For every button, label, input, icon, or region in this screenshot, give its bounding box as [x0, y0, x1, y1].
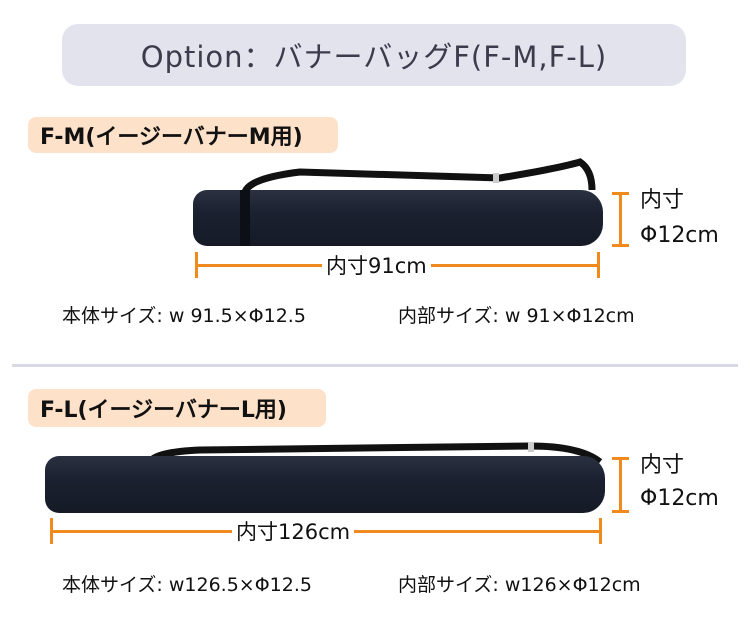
height-bracket-fl	[619, 458, 622, 512]
product-label-fl: F-L(イージーバナーL用)	[28, 389, 326, 427]
strap-buckle-fm	[493, 173, 499, 183]
strap-buckle-fl	[528, 442, 534, 452]
inner-length-fm: 内寸91cm	[322, 254, 431, 278]
strap-fm	[241, 158, 596, 194]
dim-cap	[195, 252, 198, 278]
section-divider	[12, 364, 738, 367]
body-size-fm: 本体サイズ: w 91.5×Φ12.5	[62, 305, 306, 327]
inner-diameter-fm: Φ12cm	[640, 223, 719, 248]
inner-diameter-fl: Φ12cm	[640, 486, 719, 511]
bag-fm-band	[240, 190, 250, 246]
product-label-fm: F-M(イージーバナーM用)	[28, 117, 338, 153]
bracket-cap	[612, 510, 629, 513]
inner-size-fm: 内部サイズ: w 91×Φ12cm	[398, 305, 635, 327]
body-size-fl: 本体サイズ: w126.5×Φ12.5	[62, 574, 312, 596]
bag-fm-image	[193, 190, 603, 246]
bracket-cap	[612, 457, 629, 460]
dim-cap	[50, 518, 53, 544]
inner-length-fl: 内寸126cm	[232, 520, 355, 544]
bag-fl-image	[45, 456, 605, 513]
height-bracket-fm	[619, 193, 622, 246]
inner-label-fl: 内寸	[640, 453, 685, 478]
inner-size-fl: 内部サイズ: w126×Φ12cm	[398, 574, 641, 596]
inner-label-fm: 内寸	[640, 188, 685, 213]
page-title: Option：バナーバッグF(F-M,F-L)	[62, 24, 686, 86]
dim-cap	[597, 252, 600, 278]
dim-cap	[599, 518, 602, 544]
bracket-cap	[612, 244, 629, 247]
bracket-cap	[612, 192, 629, 195]
